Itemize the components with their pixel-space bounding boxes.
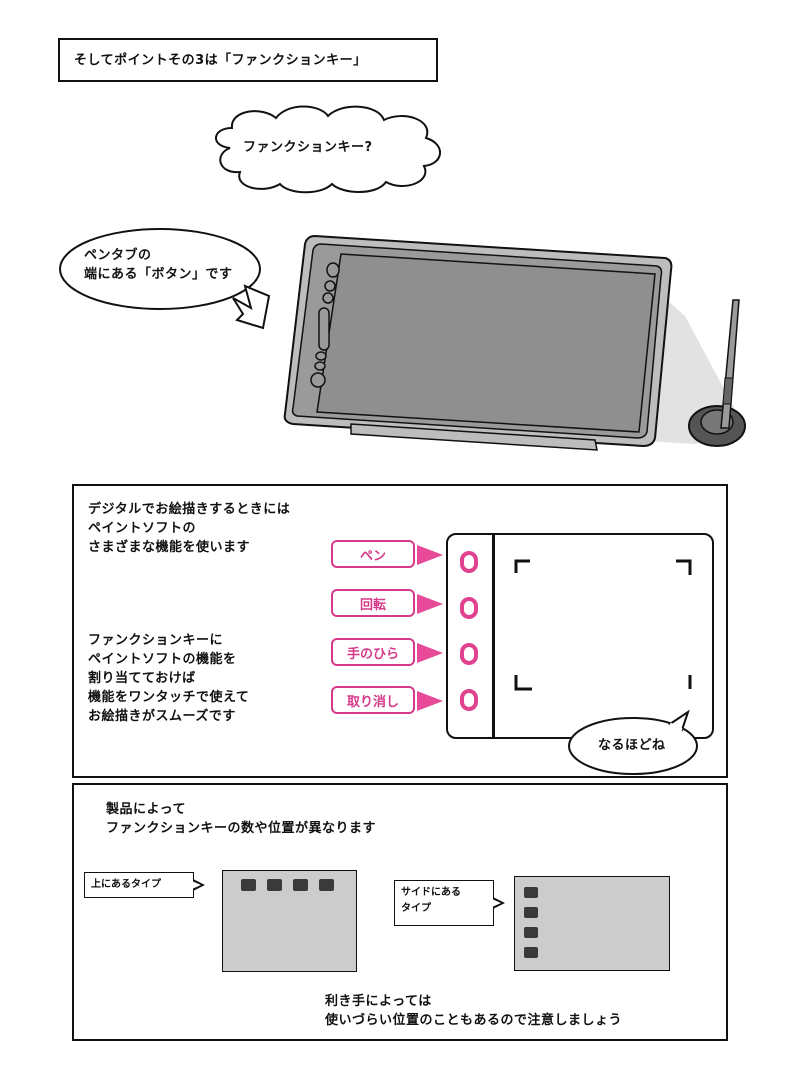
function-key-1 (460, 551, 478, 573)
key-strip-divider (492, 535, 495, 737)
label-undo: 取り消し (331, 686, 415, 714)
function-key-icon (319, 879, 334, 891)
pen-tablet-illustration (283, 234, 746, 451)
tablet-diagram (446, 533, 714, 739)
function-key-3 (460, 643, 478, 665)
tag-top-type: 上にあるタイプ (84, 872, 194, 898)
function-key-icon (524, 927, 538, 938)
label-pen: ペン (331, 540, 415, 568)
label-hand: 手のひら (331, 638, 415, 666)
panel3-footer: 利き手によっては 使いづらい位置のこともあるので注意しましょう (325, 994, 623, 1028)
intro-text: デジタルでお絵描きするときには ペイントソフトの さまざまな機能を使います (88, 502, 291, 555)
function-key-icon (524, 947, 538, 958)
screen-corner-marks (514, 559, 692, 691)
function-key-icon (241, 879, 256, 891)
panel3-heading: 製品によって ファンクションキーの数や位置が異なります (106, 802, 377, 836)
body-text: ファンクションキーに ペイントソフトの機能を 割り当てておけば 機能をワンタッチ… (88, 633, 250, 724)
arrow-icon (417, 691, 443, 711)
arrow-icon (417, 545, 443, 565)
function-key-2 (460, 597, 478, 619)
function-key-icon (293, 879, 308, 891)
function-key-icon (524, 907, 538, 918)
reaction-bubble (568, 710, 698, 775)
speech-bubble (59, 228, 271, 330)
arrow-icon (417, 643, 443, 663)
reaction-text: なるほどね (598, 738, 666, 753)
bubble-text: ペンタブの 端にある「ボタン」です (84, 248, 233, 282)
title-text: そしてポイントその3は「ファンクションキー」 (74, 53, 367, 68)
tag-side-type: サイドにある タイプ (394, 880, 494, 926)
tag-pointer-fill (192, 881, 201, 889)
tag-pointer-fill (492, 899, 501, 907)
label-rotate: 回転 (331, 589, 415, 617)
device-side-keys (514, 876, 670, 971)
function-key-icon (524, 887, 538, 898)
arrow-icon (417, 594, 443, 614)
function-key-icon (267, 879, 282, 891)
thought-cloud (215, 105, 441, 194)
cloud-text: ファンクションキー? (243, 140, 373, 155)
title-box: そしてポイントその3は「ファンクションキー」 (58, 38, 438, 82)
function-key-4 (460, 689, 478, 711)
